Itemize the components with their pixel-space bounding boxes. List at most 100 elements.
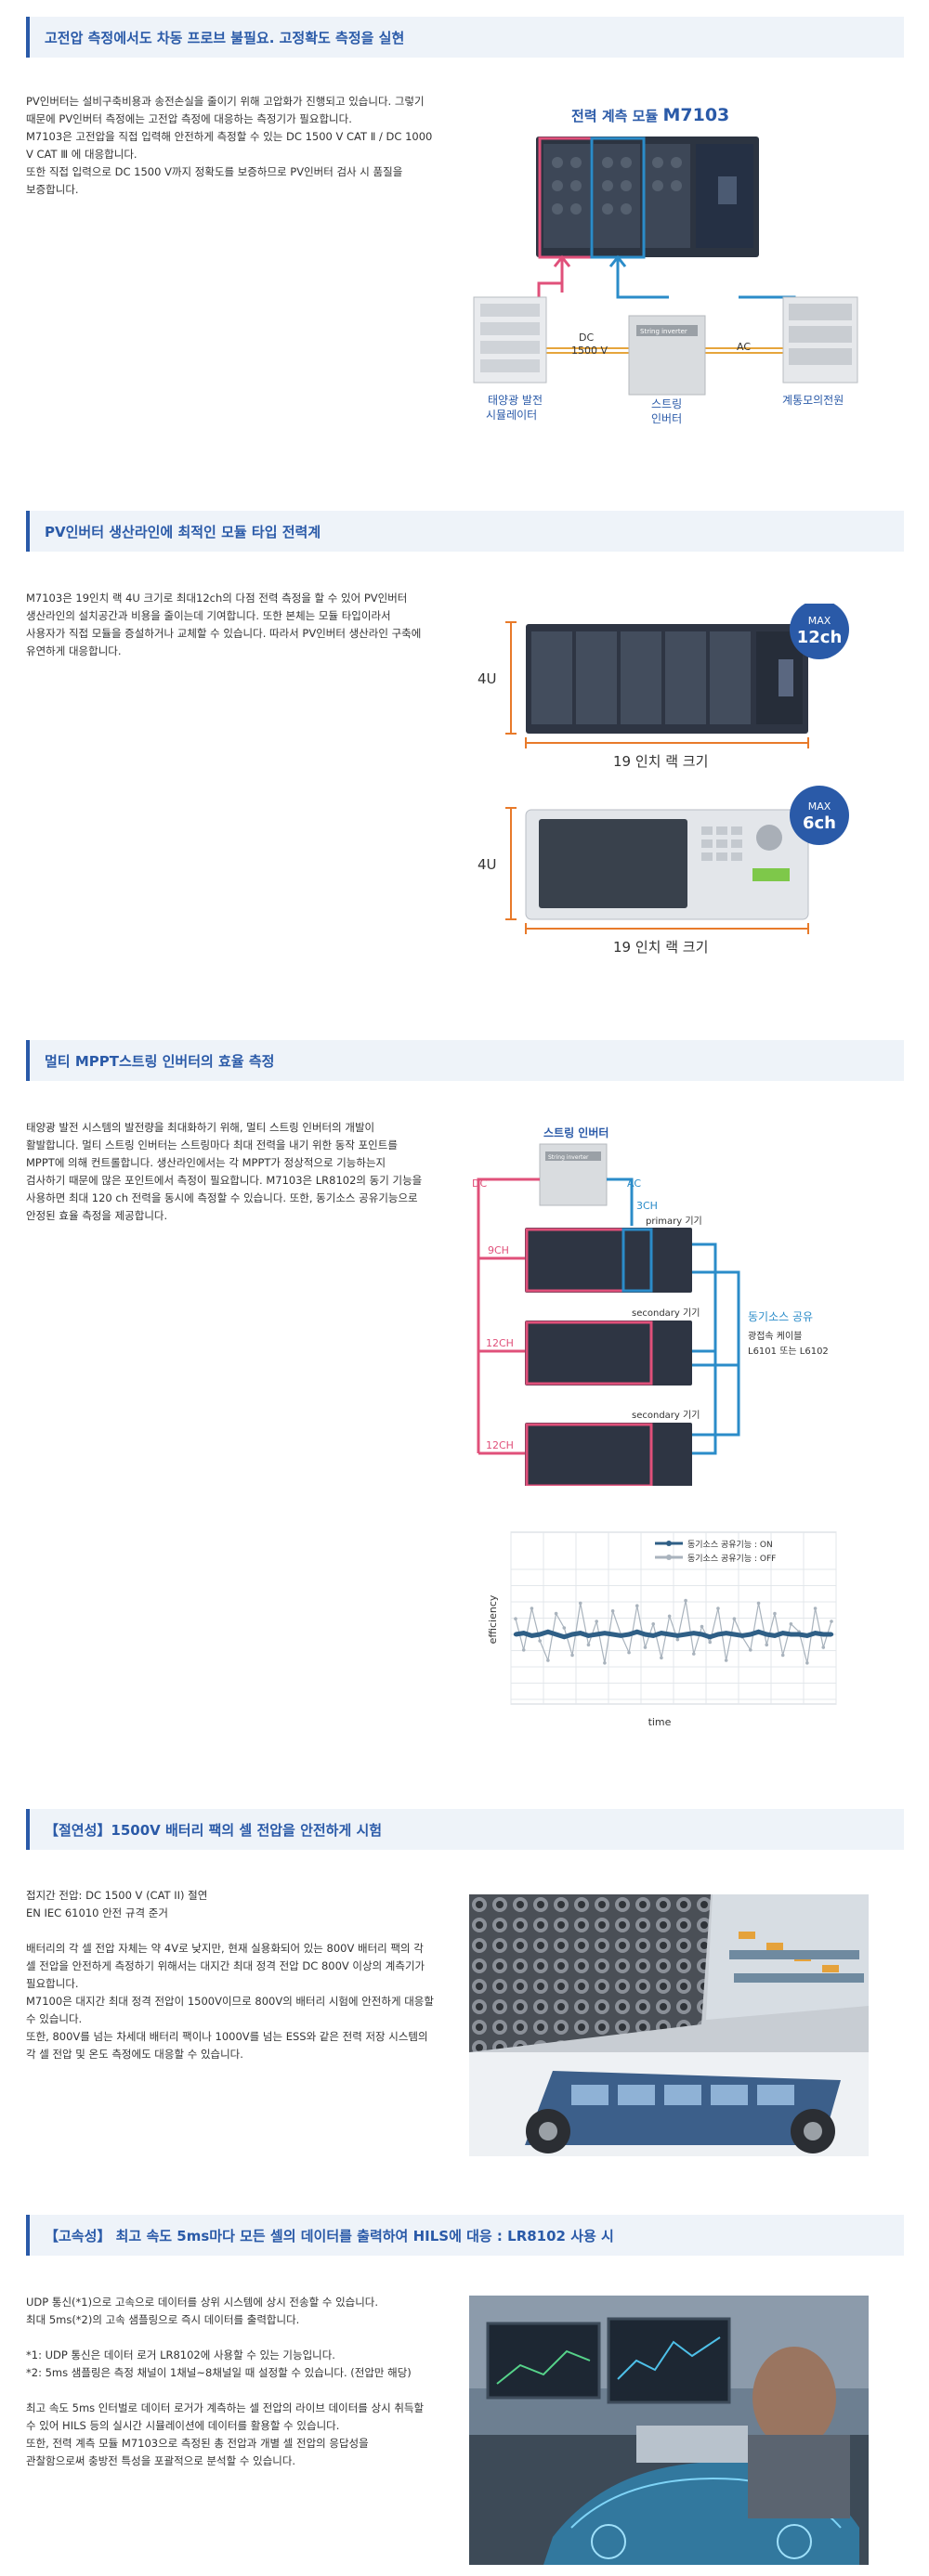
section-text-module-type: M7103은 19인치 랙 4U 크기로 최대12ch의 다점 전력 측정을 할… — [26, 592, 422, 657]
row2-ch-label: 12CH — [486, 1337, 514, 1349]
svg-text:String inverter: String inverter — [640, 328, 687, 335]
svg-text:String inverter: String inverter — [548, 1154, 589, 1161]
data-point-off — [603, 1661, 607, 1665]
data-point-on — [724, 1631, 728, 1635]
data-point-on — [772, 1633, 778, 1638]
data-point-on — [602, 1631, 608, 1635]
data-point-off — [700, 1624, 704, 1629]
data-point-on — [667, 1632, 672, 1637]
data-point-on — [700, 1632, 704, 1637]
section-title-text: 고전압 측정에서도 차동 프로브 불필요. 고정확도 측정을 실현 — [45, 29, 405, 46]
data-point-off — [691, 1652, 696, 1656]
data-point-on — [554, 1632, 558, 1637]
data-point-off — [675, 1637, 680, 1642]
section-text-mppt: 태양광 발전 시스템의 발전량을 최대화하기 위해, 멀티 스트링 인버터의 개… — [26, 1121, 423, 1222]
data-point-on — [610, 1632, 615, 1637]
secondary-unit-2 — [525, 1423, 692, 1486]
height-label-bottom: 4U — [478, 856, 497, 873]
section-text-speed: UDP 통신(*1)으로 고속으로 데이터를 상위 시스템에 상시 전송할 수 … — [26, 2296, 425, 2467]
legend-on: 동기소스 공유기능 : ON — [687, 1540, 773, 1550]
section-title-text: 멀티 MPPT스트링 인버터의 효율 측정 — [45, 1052, 275, 1070]
legend-off: 동기소스 공유기능 : OFF — [687, 1554, 776, 1564]
secondary-label-1: secondary 기기 — [632, 1308, 700, 1319]
section-title-high-voltage: 고전압 측정에서도 차동 프로브 불필요. 고정확도 측정을 실현 — [26, 17, 904, 58]
data-point-off — [586, 1643, 591, 1646]
data-point-off — [830, 1620, 833, 1623]
device-left-label-1: 태양광 발전 — [488, 394, 543, 407]
inverter-title: 스트링 인버터 — [543, 1125, 608, 1139]
data-point-off — [821, 1646, 826, 1649]
row3-ch-label: 12CH — [486, 1439, 514, 1451]
dc-voltage-label: 1500 V — [571, 345, 608, 357]
data-point-on — [578, 1631, 582, 1635]
data-point-on — [829, 1632, 834, 1637]
max-badge-12ch — [790, 604, 849, 659]
data-point-on — [748, 1632, 753, 1637]
section-title-insulation: 【절연성】1500V 배터리 팩의 셀 전압을 안전하게 시험 — [26, 1809, 904, 1850]
row1-ch-label: 9CH — [488, 1244, 509, 1256]
data-point-off — [578, 1601, 582, 1606]
data-point-on — [780, 1631, 785, 1635]
data-point-on — [537, 1632, 543, 1637]
data-point-on — [805, 1633, 810, 1638]
data-point-on — [675, 1633, 680, 1638]
data-point-off — [780, 1653, 785, 1658]
data-point-off — [546, 1659, 550, 1662]
width-label-top: 19 인치 랙 크기 — [613, 753, 708, 770]
data-point-off — [684, 1598, 687, 1603]
data-point-off — [554, 1611, 558, 1616]
cable-label-2: L6101 또는 L6102 — [748, 1346, 829, 1357]
device-left-label-2: 시뮬레이터 — [486, 409, 537, 422]
chart-legend: 동기소스 공유기능 : ON 동기소스 공유기능 : OFF — [655, 1540, 776, 1564]
section-title-speed: 【고속성】 최고 속도 5ms마다 모든 셀의 데이터를 출력하여 HILS에 … — [26, 2215, 904, 2256]
data-point-off — [643, 1646, 648, 1649]
data-point-off — [805, 1661, 809, 1665]
svg-text:6ch: 6ch — [803, 813, 836, 833]
data-point-off — [813, 1607, 818, 1610]
data-point-on — [545, 1630, 551, 1634]
section-text-insulation: 접지간 전압: DC 1500 V (CAT II) 절연 EN IEC 610… — [26, 1889, 434, 2061]
svg-text:MAX: MAX — [808, 800, 831, 813]
series-line-on — [515, 1629, 831, 1640]
height-label-top: 4U — [478, 670, 497, 687]
data-point-on — [513, 1632, 518, 1637]
y-axis-label: efficiency — [487, 1594, 499, 1644]
dc-label: DC — [579, 332, 594, 344]
data-point-on — [594, 1632, 599, 1637]
data-point-off — [724, 1659, 728, 1662]
data-point-on — [821, 1632, 826, 1637]
data-point-on — [708, 1634, 713, 1639]
rack-size-diagram: 4U 19 인치 랙 크기 MAX 12ch 4U 19 인치 랙 — [478, 604, 849, 956]
data-point-on — [626, 1632, 632, 1637]
svg-text:12ch: 12ch — [797, 628, 843, 647]
data-point-on — [651, 1633, 656, 1638]
diagram-title: 전력 계측 모듈 M7103 — [571, 105, 729, 125]
secondary-label-2: secondary 기기 — [632, 1410, 700, 1421]
primary-label: primary 기기 — [646, 1216, 702, 1227]
data-point-on — [683, 1632, 688, 1637]
data-point-off — [562, 1626, 567, 1630]
data-point-on — [659, 1631, 664, 1635]
data-point-off — [514, 1617, 517, 1620]
data-point-on — [739, 1633, 745, 1638]
efficiency-chart: 동기소스 공유기능 : ON 동기소스 공유기능 : OFF time effi… — [487, 1531, 837, 1728]
data-point-off — [667, 1614, 672, 1619]
data-point-off — [756, 1601, 761, 1606]
secondary-unit-1 — [525, 1321, 692, 1386]
data-point-off — [660, 1656, 663, 1659]
x-axis-label: time — [648, 1716, 672, 1728]
data-point-off — [789, 1622, 793, 1626]
mppt-sync-diagram: 스트링 인버터 String inverter DC AC 3CH 9CH 12… — [472, 1125, 829, 1486]
data-point-off — [530, 1607, 534, 1610]
data-point-on — [715, 1632, 721, 1637]
data-point-on — [691, 1631, 696, 1635]
data-point-on — [635, 1630, 639, 1634]
data-point-on — [562, 1634, 567, 1639]
data-point-off — [635, 1604, 639, 1607]
data-point-on — [789, 1632, 793, 1637]
primary-unit — [525, 1228, 692, 1293]
pv-connection-diagram: 전력 계측 모듈 M7103 DC 1500 V AC — [473, 105, 858, 425]
device-mid-label-1: 스트링 — [651, 397, 682, 410]
data-point-off — [773, 1611, 777, 1616]
